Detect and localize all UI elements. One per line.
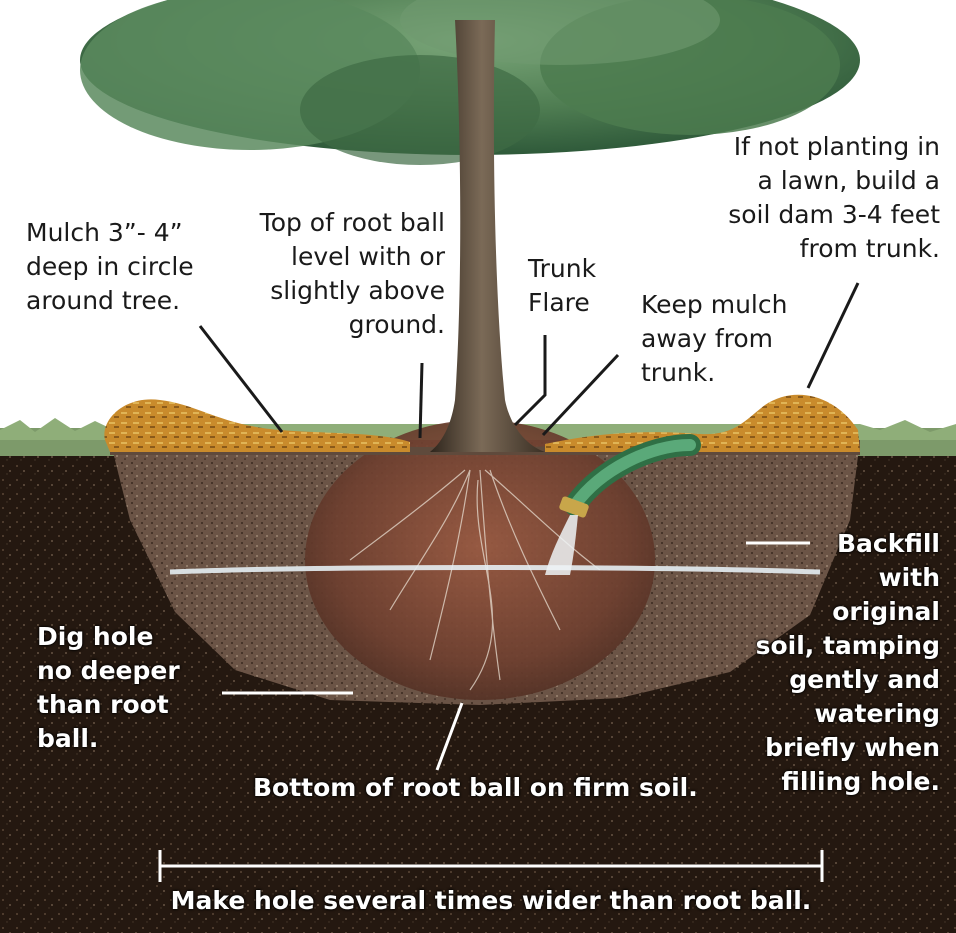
- backfill-label: Backfill with original soil, tamping gen…: [735, 527, 940, 799]
- keep-mulch-away-label: Keep mulch away from trunk.: [641, 288, 811, 390]
- trunk-flare-label: Trunk Flare: [528, 252, 618, 320]
- bottom-root-ball-label: Bottom of root ball on firm soil.: [253, 771, 723, 805]
- root-ball: [305, 420, 655, 700]
- wider-hole-label: Make hole several times wider than root …: [160, 884, 822, 918]
- mulch-depth-label: Mulch 3”- 4” deep in circle around tree.: [26, 216, 226, 318]
- root-ball-top-label: Top of root ball level with or slightly …: [225, 206, 445, 342]
- dig-hole-label: Dig hole no deeper than root ball.: [37, 620, 187, 756]
- soil-dam-label: If not planting in a lawn, build a soil …: [680, 130, 940, 266]
